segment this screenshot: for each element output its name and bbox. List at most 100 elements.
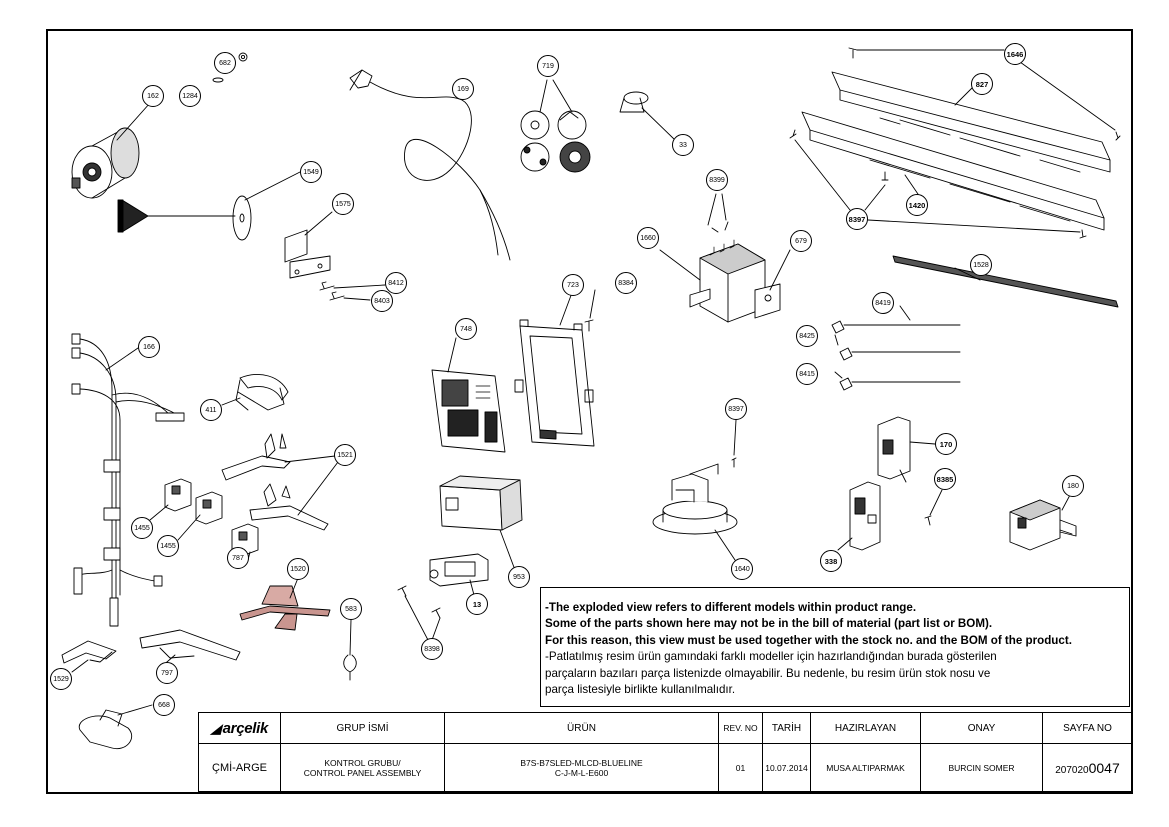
approved-by: BURCIN SOMER: [920, 743, 1043, 792]
part-screws-8398: [397, 585, 441, 619]
part-control-module: [689, 239, 781, 323]
note-tr-line-2: parçaların bazıları parça listenizde olm…: [545, 666, 991, 680]
callout-8415: 8415: [796, 363, 818, 385]
part-box-953: [439, 475, 523, 531]
note-en-line-3: For this reason, this view must be used …: [545, 633, 1072, 647]
product-line-2: C-J-M-L-E600: [554, 767, 609, 778]
callout-8397-top: 8397: [846, 208, 868, 230]
callout-797: 797: [156, 662, 178, 684]
logo-mark-icon: ◢: [210, 720, 221, 736]
part-switch-180: [1009, 499, 1077, 551]
callout-1529: 1529: [50, 668, 72, 690]
callout-1549: 1549: [300, 161, 322, 183]
callout-679: 679: [790, 230, 812, 252]
callout-723: 723: [562, 274, 584, 296]
callout-1520: 1520: [287, 558, 309, 580]
part-bracket-1575: [284, 229, 331, 279]
part-pcb-board: [431, 369, 506, 453]
disclaimer-notes: -The exploded view refers to different m…: [540, 587, 1130, 707]
part-bracket-668: [78, 709, 133, 750]
part-spring-583: [343, 654, 357, 681]
callout-338: 338: [820, 550, 842, 572]
group-name-en: CONTROL PANEL ASSEMBLY: [303, 767, 422, 778]
callout-166: 166: [138, 336, 160, 358]
sheet-number: 2070200047: [1042, 743, 1133, 792]
callout-170: 170: [935, 433, 957, 455]
callout-1646: 1646: [1004, 43, 1026, 65]
callout-8397-mid: 8397: [725, 398, 747, 420]
callout-169: 169: [452, 78, 474, 100]
prepared-by: MUSA ALTIPARMAK: [810, 743, 921, 792]
callout-1284: 1284: [179, 85, 201, 107]
callout-8412: 8412: [385, 272, 407, 294]
part-pressure-switch: [652, 463, 738, 535]
part-main-harness: [71, 333, 185, 627]
drawing-frame: [46, 29, 1133, 794]
header-product: ÜRÜN: [444, 712, 719, 744]
callout-1420: 1420: [906, 194, 928, 216]
part-nut-washer: [212, 52, 248, 83]
callout-8384: 8384: [615, 272, 637, 294]
product-line-1: B7S-B7SLED-MLCD-BLUELINE: [520, 757, 643, 768]
callout-8385: 8385: [934, 468, 956, 490]
note-tr-line-3: parça listesiyle birlikte kullanılmalıdı…: [545, 683, 736, 697]
callout-583: 583: [340, 598, 362, 620]
callout-8419: 8419: [872, 292, 894, 314]
callout-8398: 8398: [421, 638, 443, 660]
callout-1528: 1528: [970, 254, 992, 276]
part-clamp: [619, 91, 649, 113]
part-screws-8412-8403: [319, 281, 345, 301]
date-value: 10.07.2014: [762, 743, 811, 792]
brand-logo: ◢arçelik: [198, 712, 281, 744]
header-prepared: HAZIRLAYAN: [810, 712, 921, 744]
callout-13: 13: [466, 593, 488, 615]
callout-668: 668: [153, 694, 175, 716]
part-hooks: [61, 629, 241, 664]
rev-number: 01: [718, 743, 763, 792]
part-cam-levers: [221, 433, 329, 531]
department: ÇMİ-ARGE: [198, 743, 281, 792]
part-long-strip: [892, 255, 1119, 308]
header-date: TARİH: [762, 712, 811, 744]
callout-1455-a: 1455: [131, 517, 153, 539]
part-knob-halves: [520, 110, 591, 173]
callout-162: 162: [142, 85, 164, 107]
sheet-number-prefix: 207020: [1055, 764, 1089, 776]
callout-8399: 8399: [706, 169, 728, 191]
callout-180: 180: [1062, 475, 1084, 497]
part-screw-8385: [924, 515, 932, 526]
part-disc-and-cone: [117, 171, 301, 241]
part-mounting-rails: [801, 71, 1111, 231]
callout-8403: 8403: [371, 290, 393, 312]
callout-682: 682: [214, 52, 236, 74]
header-rev: REV. NO: [718, 712, 763, 744]
callout-953: 953: [508, 566, 530, 588]
header-group: GRUP İSMİ: [280, 712, 445, 744]
callout-1455-b: 1455: [157, 535, 179, 557]
callout-748: 748: [455, 318, 477, 340]
note-en-line-2: Some of the parts shown here may not be …: [545, 617, 993, 631]
title-block: ◢arçelik GRUP İSMİ ÜRÜN REV. NO TARİH HA…: [198, 712, 1133, 792]
part-wire-connector: [349, 69, 511, 261]
product-name: B7S-B7SLED-MLCD-BLUELINE C-J-M-L-E600: [444, 743, 719, 792]
callout-827: 827: [971, 73, 993, 95]
callout-8425: 8425: [796, 325, 818, 347]
callout-1521: 1521: [334, 444, 356, 466]
header-approved: ONAY: [920, 712, 1043, 744]
part-door-lock: [429, 553, 489, 587]
group-name: KONTROL GRUBU/ CONTROL PANEL ASSEMBLY: [280, 743, 445, 792]
part-411-holder: [235, 374, 289, 411]
part-pcb-carrier: [514, 319, 595, 447]
part-motor-capacitor: [71, 127, 140, 199]
callout-787: 787: [227, 547, 249, 569]
part-rods: [831, 320, 961, 391]
callout-1640: 1640: [731, 558, 753, 580]
note-en-line-1: -The exploded view refers to different m…: [545, 601, 917, 614]
part-switches: [849, 416, 911, 551]
callout-33: 33: [672, 134, 694, 156]
header-sheet: SAYFA NO: [1042, 712, 1133, 744]
note-tr-line-1: -Patlatılmış resim ürün gamındaki farklı…: [545, 650, 997, 664]
callout-411: 411: [200, 399, 222, 421]
sheet-number-suffix: 0047: [1088, 759, 1120, 776]
